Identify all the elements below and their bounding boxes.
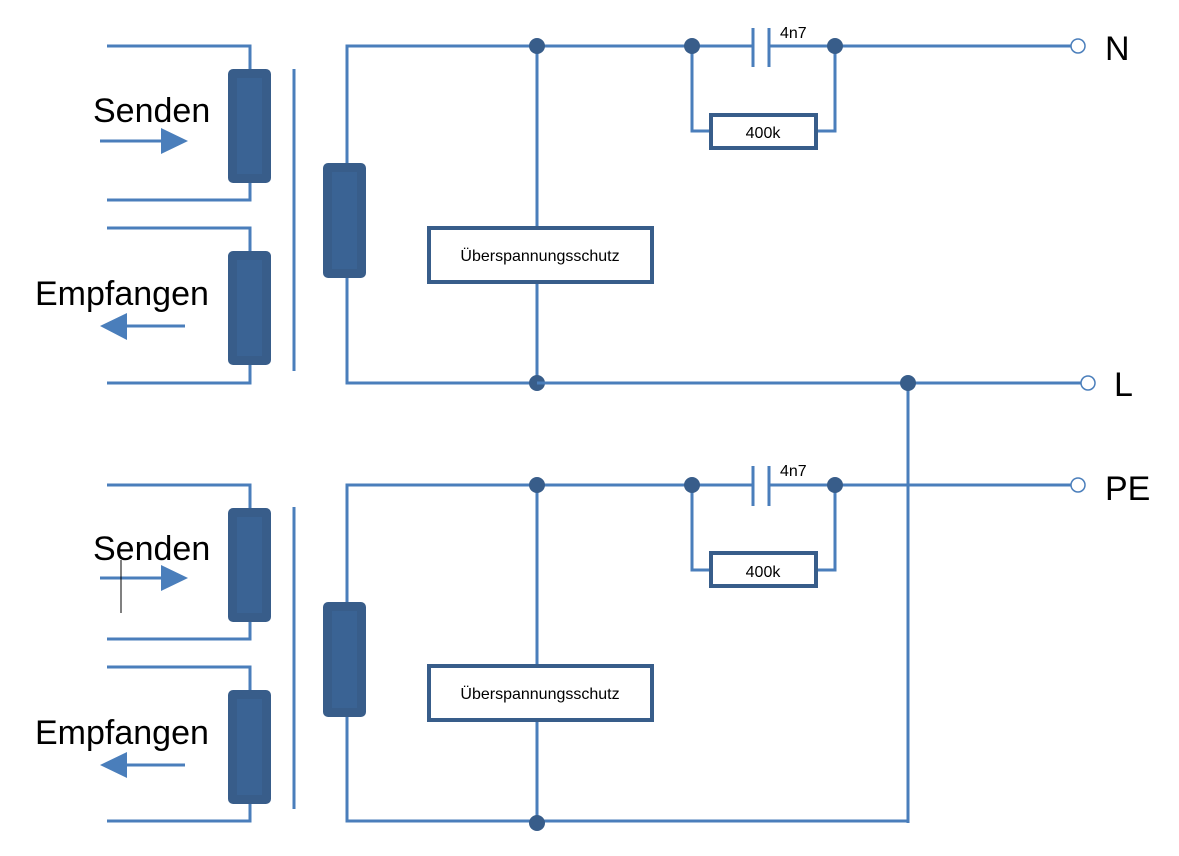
terminal-n-label: N: [1105, 30, 1130, 68]
wire: [107, 620, 252, 641]
wire: [107, 665, 252, 692]
receive-arrow-icon: [100, 313, 127, 340]
surge-protector: [427, 226, 654, 284]
winding-inner: [237, 699, 262, 795]
wire: [345, 715, 537, 823]
junction-dot: [529, 815, 545, 831]
junction-dot: [900, 375, 916, 391]
send-label: Senden: [93, 530, 210, 568]
send-arrow-icon: [161, 128, 188, 154]
receive-label: Empfangen: [35, 275, 209, 313]
junction-dot: [684, 38, 700, 54]
terminal-pe: [1070, 477, 1086, 493]
resistor: [709, 551, 818, 588]
junction-dot: [827, 477, 843, 493]
wire: [107, 226, 252, 253]
wire: [816, 46, 837, 133]
junction-dot: [529, 477, 545, 493]
wire: [107, 44, 252, 72]
top-circuit: Senden Empfangen Überspannungsschutz 4n7…: [35, 25, 1130, 391]
wire: [690, 46, 711, 133]
wire: [107, 802, 252, 823]
wire: [345, 276, 537, 385]
wire: [107, 180, 252, 202]
l-line: L: [537, 366, 1133, 823]
wire: [345, 44, 537, 165]
wire: [107, 483, 252, 510]
winding-inner: [237, 260, 262, 356]
junction-dot: [529, 38, 545, 54]
capacitor-label: 4n7: [780, 25, 807, 42]
terminal-l-label: L: [1114, 366, 1133, 404]
terminal-pe-label: PE: [1105, 470, 1150, 508]
wire: [107, 362, 252, 385]
winding-inner: [237, 78, 262, 174]
wire: [345, 483, 537, 604]
bottom-circuit: Senden Empfangen Überspannungsschutz 4n7…: [35, 463, 1150, 831]
resistor-label: 400k: [746, 564, 782, 581]
send-label: Senden: [93, 92, 210, 130]
receive-arrow-icon: [100, 752, 127, 778]
winding-inner: [237, 517, 262, 613]
receive-label: Empfangen: [35, 714, 209, 752]
resistor-label: 400k: [746, 125, 782, 142]
capacitor-label: 4n7: [780, 463, 807, 480]
winding-inner: [332, 172, 357, 269]
terminal-n: [1070, 38, 1086, 54]
junction-dot: [827, 38, 843, 54]
wire: [816, 485, 837, 572]
surge-protector-label: Überspannungsschutz: [460, 247, 619, 265]
junction-dot: [684, 477, 700, 493]
surge-protector-label: Überspannungsschutz: [460, 685, 619, 703]
wire: [690, 485, 711, 572]
resistor: [709, 113, 818, 150]
surge-protector: [427, 664, 654, 722]
winding-inner: [332, 611, 357, 708]
terminal-l: [1080, 375, 1096, 391]
send-arrow-icon: [161, 565, 188, 591]
